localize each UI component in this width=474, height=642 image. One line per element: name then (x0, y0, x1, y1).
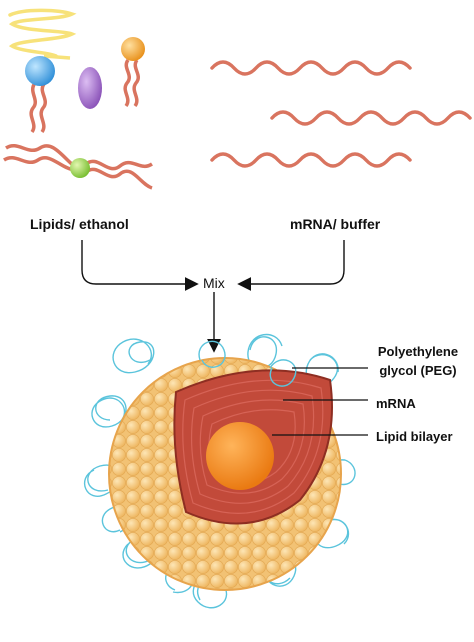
mix-arrows (81, 240, 345, 353)
mrna-strand-2 (270, 110, 472, 126)
peg-label-line1: Polyethylene (377, 344, 459, 359)
leader-lines (272, 367, 368, 436)
green-lipid-head-icon (70, 158, 90, 178)
cholesterol-icon (78, 67, 102, 109)
lipid-components (3, 8, 153, 190)
arrow-from-mrna (237, 240, 345, 291)
nanoparticle-core (206, 422, 274, 490)
mrna-strand-3 (210, 152, 412, 168)
peg-label: Polyethylene glycol (PEG) (370, 342, 466, 380)
peg-label-line2: glycol (PEG) (379, 363, 457, 378)
mrna-strands (210, 60, 472, 168)
blue-lipid-head-icon (25, 56, 55, 86)
mix-label: Mix (203, 275, 225, 291)
mrna-strand-1 (210, 60, 412, 76)
peg-lipid-chain-icon (8, 8, 77, 58)
arrow-from-lipids (81, 240, 199, 291)
lipid-bilayer-label: Lipid bilayer (376, 429, 453, 444)
orange-lipid-head-icon (121, 37, 145, 61)
mrna-buffer-label: mRNA/ buffer (290, 216, 381, 232)
lipid-nanoparticle (83, 333, 368, 609)
mrna-layer-label: mRNA (376, 396, 416, 411)
lipids-ethanol-label: Lipids/ ethanol (30, 216, 129, 232)
